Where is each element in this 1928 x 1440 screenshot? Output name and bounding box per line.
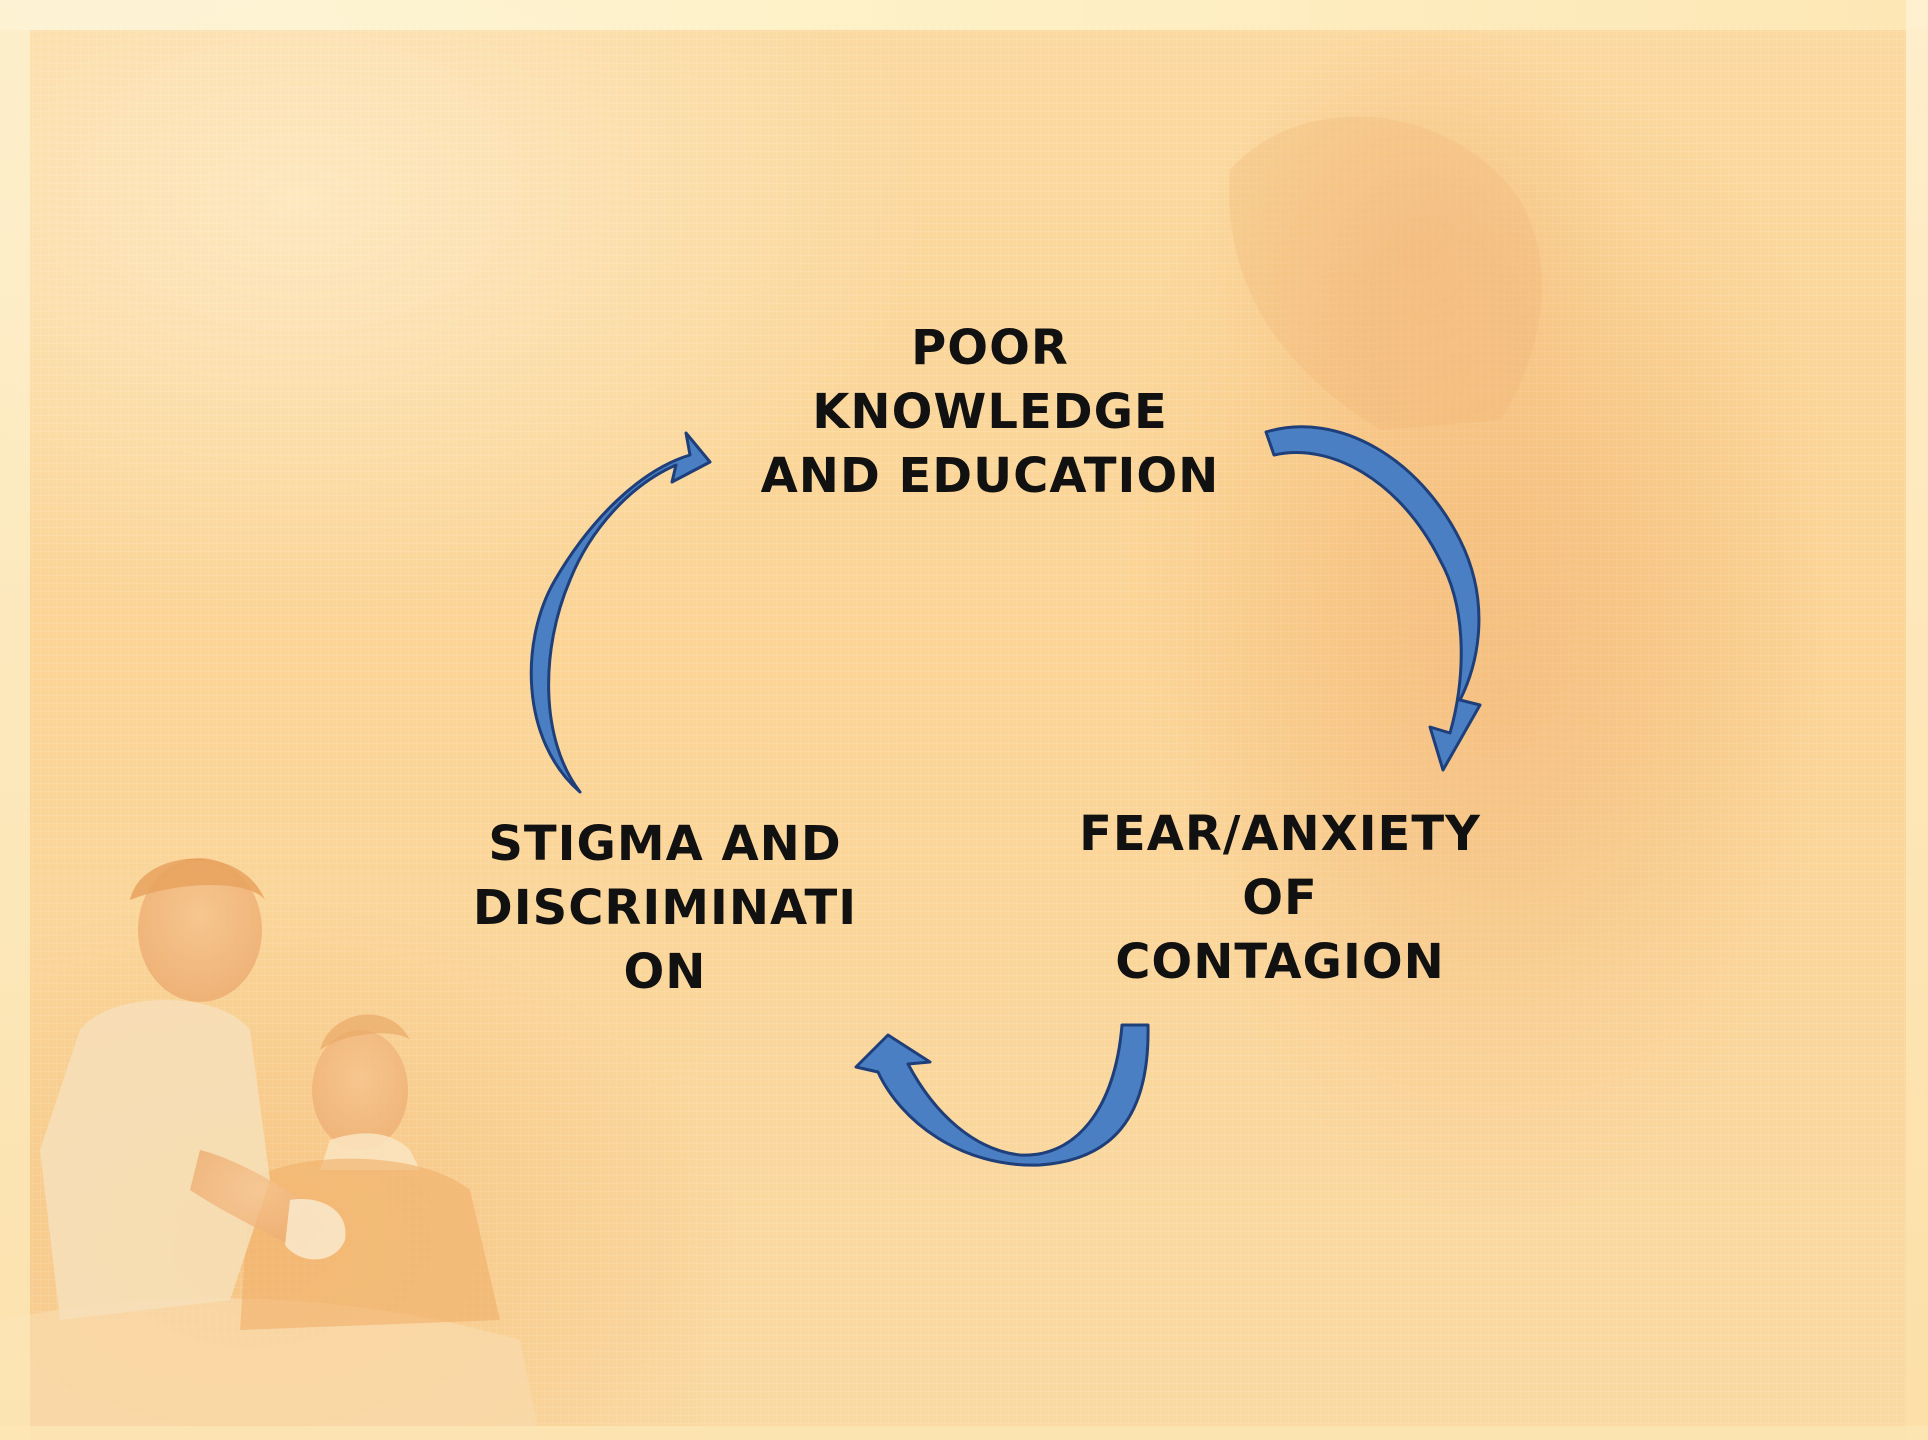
node-stigma: STIGMA AND DISCRIMINATI ON <box>472 816 858 1000</box>
frame-bottom-edge <box>0 1426 1928 1440</box>
frame-right-edge <box>1906 0 1928 1440</box>
node-poor-knowledge: POOR KNOWLEDGE AND EDUCATION <box>760 320 1220 504</box>
arrow-stigma-to-knowledge <box>529 431 712 794</box>
arrow-knowledge-to-fear <box>1264 425 1482 772</box>
frame-left-edge <box>0 0 30 1440</box>
arrow-fear-to-stigma <box>854 1023 1150 1167</box>
node-fear-anxiety: FEAR/ANXIETY OF CONTAGION <box>1079 806 1481 990</box>
frame-top-edge <box>0 0 1928 30</box>
